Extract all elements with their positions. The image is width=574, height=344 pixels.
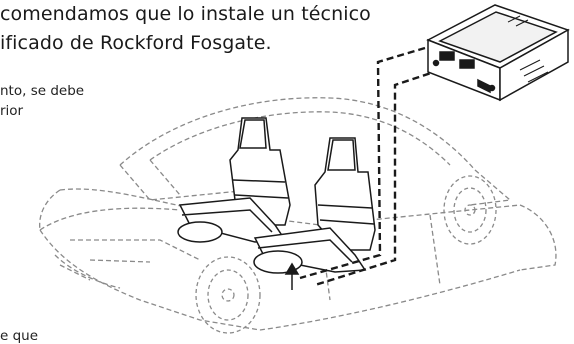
right-seat-icon xyxy=(253,137,376,274)
amplifier-icon xyxy=(426,4,570,102)
body-text-line-1: nto, se debe xyxy=(0,83,85,99)
wiring-path xyxy=(299,46,441,287)
body-text-line-3: e que xyxy=(0,328,39,344)
car-outline xyxy=(39,97,557,331)
body-text-line-2: rior xyxy=(0,103,24,119)
rear-wheel xyxy=(443,175,497,245)
mount-arrow-icon xyxy=(284,262,300,290)
heading-line-1: comendamos que lo instale un técnico xyxy=(0,3,371,25)
front-wheel xyxy=(195,256,261,334)
heading-line-2: ificado de Rockford Fosgate. xyxy=(0,32,272,54)
left-seat-icon xyxy=(177,117,291,243)
